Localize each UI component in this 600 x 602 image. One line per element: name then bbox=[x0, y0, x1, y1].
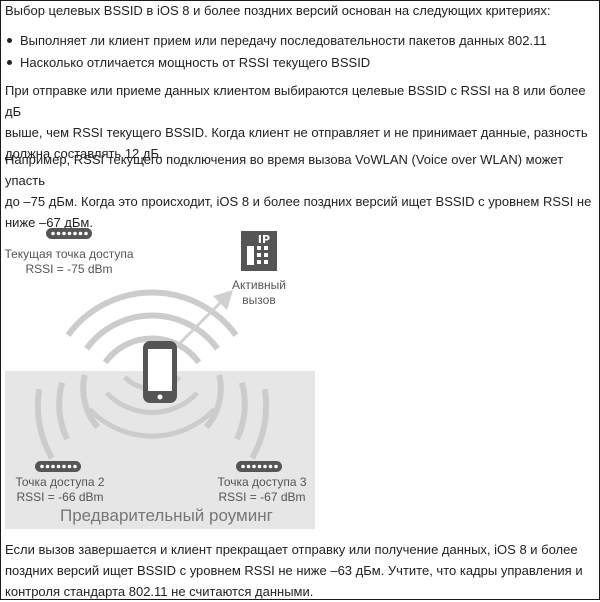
ip-label: IP bbox=[258, 233, 270, 246]
paragraph-target-bssid: При отправке или приеме данных клиентом … bbox=[5, 80, 600, 164]
paragraph-line: до –75 дБм. Когда это происходит, iOS 8 … bbox=[5, 194, 592, 209]
ap2-rssi: RSSI = -66 dBm bbox=[16, 490, 104, 504]
current-ap-label: Текущая точка доступа RSSI = -75 dBm bbox=[2, 247, 136, 277]
paragraph-call-ended: Если вызов завершается и клиент прекраща… bbox=[5, 539, 583, 602]
active-call-line-1: Активный bbox=[232, 278, 286, 292]
ap2-label: Точка доступа 2 RSSI = -66 dBm bbox=[6, 475, 114, 505]
criteria-item-rssi-difference: Насколько отличается мощность от RSSI те… bbox=[5, 52, 547, 74]
ap3-title: Точка доступа 3 bbox=[217, 475, 307, 489]
ap3-rssi: RSSI = -67 dBm bbox=[218, 490, 306, 504]
paragraph-line: При отправке или приеме данных клиентом … bbox=[5, 83, 586, 119]
roaming-diagram: IP Текуща bbox=[0, 222, 600, 532]
intro-text: Выбор целевых BSSID в iOS 8 и более позд… bbox=[5, 3, 551, 18]
ip-phone-icon: IP bbox=[241, 231, 277, 271]
current-ap-title: Текущая точка доступа bbox=[4, 247, 134, 261]
paragraph-line: выше, чем RSSI текущего BSSID. Когда кли… bbox=[5, 125, 588, 140]
phone-device bbox=[143, 341, 177, 403]
roaming-diagram-graphics: IP bbox=[5, 228, 315, 529]
current-ap-rssi: RSSI = -75 dBm bbox=[25, 262, 113, 276]
paragraph-line: ниже –67 дБм. bbox=[5, 215, 93, 230]
access-point-current-icon bbox=[46, 228, 92, 239]
paragraph-line: контроля стандарта 802.11 не считаются д… bbox=[5, 584, 314, 599]
paragraph-line: Например, RSSI текущего подключения во в… bbox=[5, 152, 564, 188]
criteria-list: Выполняет ли клиент прием или передачу п… bbox=[5, 30, 547, 74]
criteria-item-data-traffic: Выполняет ли клиент прием или передачу п… bbox=[5, 30, 547, 52]
paragraph-line: должна составлять 12 дБ. bbox=[5, 146, 163, 161]
ap2-title: Точка доступа 2 bbox=[15, 475, 105, 489]
call-arrow bbox=[173, 290, 233, 350]
paragraph-example: Например, RSSI текущего подключения во в… bbox=[5, 149, 600, 233]
access-point-2-icon bbox=[35, 461, 81, 472]
active-call-label: Активный вызов bbox=[224, 278, 294, 308]
ap3-label: Точка доступа 3 RSSI = -67 dBm bbox=[208, 475, 316, 505]
pre-roaming-caption: Предварительный роуминг bbox=[60, 506, 273, 525]
active-call-line-2: вызов bbox=[242, 293, 276, 307]
access-point-3-icon bbox=[236, 461, 282, 472]
signal-arcs-upper bbox=[34, 289, 270, 460]
paragraph-line: Если вызов завершается и клиент прекраща… bbox=[5, 542, 578, 557]
paragraph-line: поздних версий ищет BSSID с уровнем RSSI… bbox=[5, 563, 583, 578]
